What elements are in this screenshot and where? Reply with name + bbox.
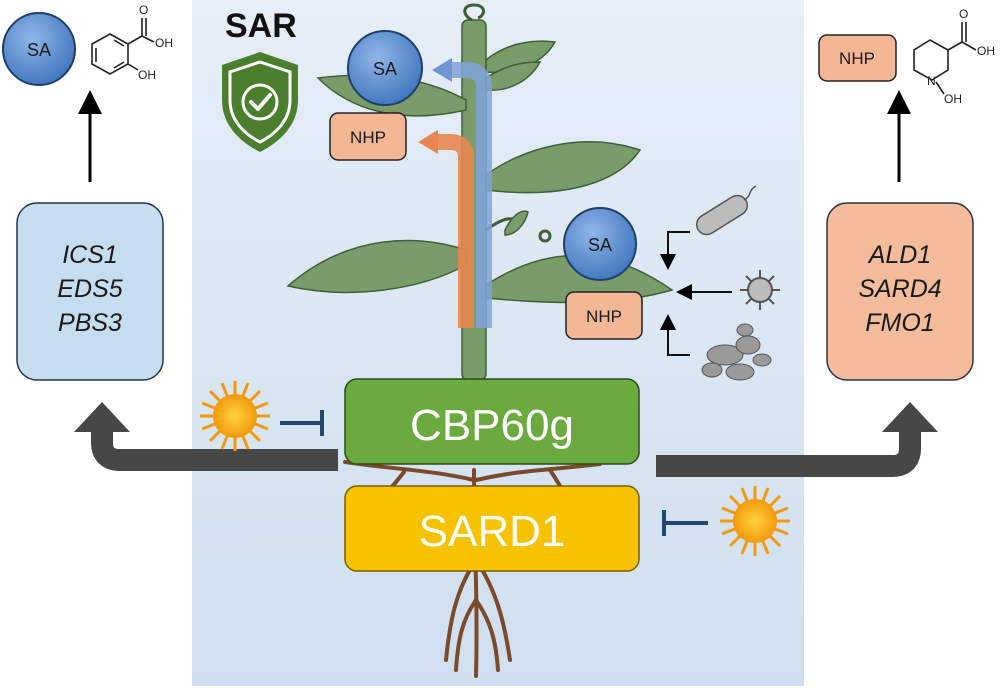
right-gene-2: SARD4 (858, 275, 941, 303)
nhp-structure (913, 22, 977, 95)
left-gene-box (16, 202, 164, 381)
right-big-arrowhead (882, 402, 938, 432)
left-big-arrowhead (74, 402, 130, 432)
top-nhp-label: NHP (350, 128, 386, 147)
bacterium-icon (695, 185, 757, 236)
inhibit-arrow-left (280, 410, 324, 436)
sard1-box (344, 485, 640, 572)
shield-icon (222, 52, 298, 152)
nhp-struct-n: N (927, 74, 936, 88)
top-sa-circle: SA (347, 30, 423, 106)
leaf-sa-circle: SA (563, 207, 637, 281)
orange-transport-arrowhead (418, 130, 438, 154)
virus-icon (740, 270, 780, 310)
nhp-struct-oh1: OH (977, 44, 995, 58)
sard1-label: SARD1 (419, 507, 566, 556)
sa-struct-oh1: OH (155, 36, 173, 50)
inhibit-arrow-right (662, 510, 708, 536)
blue-transport-arrowhead (432, 58, 452, 82)
leaf-mid-right (485, 141, 642, 194)
top-sa-label: SA (373, 59, 397, 79)
right-gene-box (826, 202, 974, 381)
right-big-arrow (656, 430, 921, 477)
left-gene-1: ICS1 (62, 241, 118, 269)
right-nhp-label: NHP (839, 49, 875, 68)
cbp60g-label: CBP60g (410, 401, 574, 450)
leaf-top-right (485, 61, 542, 91)
orange-transport-flow (436, 134, 474, 328)
leaf-sa-label: SA (588, 235, 612, 255)
sun-icon-left (200, 381, 270, 451)
leaf-nhp-box (565, 291, 643, 340)
top-nhp-box (329, 112, 407, 161)
left-gene-2: EDS5 (57, 275, 122, 303)
nhp-struct-oh2: OH (944, 92, 962, 106)
sun-icon-right (720, 486, 790, 556)
salicylic-acid-structure (91, 18, 155, 75)
leaf-mid-left (286, 239, 467, 294)
cbp60g-box (344, 378, 640, 465)
left-gene-3: PBS3 (58, 309, 122, 337)
right-gene-3: FMO1 (865, 309, 934, 337)
sa-struct-oh2: OH (138, 68, 156, 82)
right-nhp-box (818, 34, 897, 82)
pathogen-arrows (660, 231, 732, 356)
left-sa-label: SA (27, 40, 51, 60)
fungus-icon (701, 323, 772, 381)
left-sa-circle: SA (2, 12, 76, 86)
leaf-bud (504, 210, 529, 236)
nhp-struct-o: O (959, 7, 968, 21)
sa-struct-o: O (139, 3, 148, 17)
left-big-arrow (91, 430, 338, 471)
leaf-nhp-label: NHP (586, 307, 622, 326)
sar-title: SAR (225, 7, 297, 45)
right-gene-1: ALD1 (867, 241, 932, 269)
blue-transport-flow (450, 62, 492, 328)
